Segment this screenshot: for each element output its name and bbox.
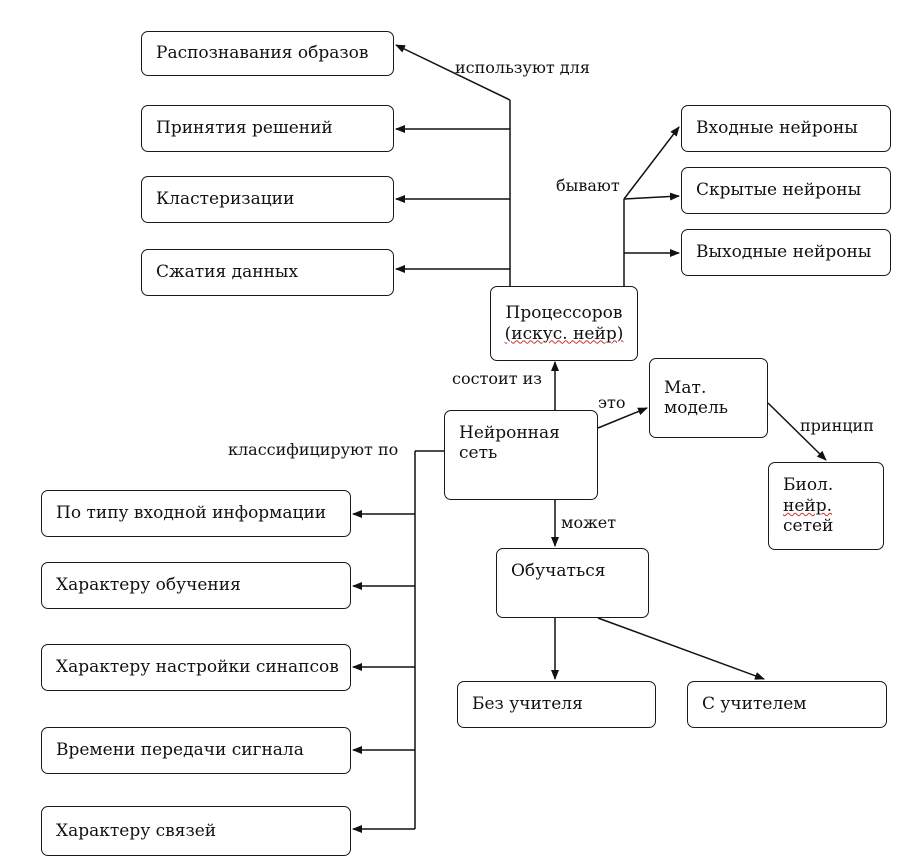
- arrow-to-bio-nets: [767, 402, 827, 461]
- node-label-line1: Биол.: [783, 475, 834, 496]
- node-hidden-neurons: Скрытые нейроны: [681, 167, 891, 214]
- edge-label-are: бывают: [556, 176, 620, 195]
- node-clustering: Кластеризации: [141, 176, 394, 223]
- node-label: Сжатия данных: [156, 262, 299, 283]
- node-unsupervised: Без учителя: [457, 681, 656, 728]
- node-label: Распознавания образов: [156, 43, 369, 64]
- node-neural-network: Нейронная сеть: [444, 410, 598, 500]
- edge-label-is: это: [598, 393, 626, 412]
- node-label: Скрытые нейроны: [696, 180, 862, 201]
- node-math-model: Мат. модель: [649, 358, 768, 438]
- edge-label-consists-of: состоит из: [452, 369, 543, 388]
- node-label: По типу входной информации: [56, 503, 327, 524]
- edge-label-used-for: используют для: [455, 58, 590, 77]
- node-class-learning: Характеру обучения: [41, 562, 351, 609]
- node-label: С учителем: [702, 694, 807, 715]
- arrow-to-math-model: [597, 407, 648, 429]
- node-label-line2: модель: [664, 398, 729, 418]
- arrow-to-input-neurons: [623, 126, 680, 200]
- node-label: Времени передачи сигнала: [56, 740, 304, 761]
- arrow-to-supervised: [597, 617, 765, 680]
- node-label: Входные нейроны: [696, 118, 858, 139]
- node-label-line1: Нейронная: [459, 423, 560, 443]
- node-processors: Процессоров (искус. нейр): [490, 286, 638, 361]
- node-decision-making: Принятия решений: [141, 105, 394, 152]
- edge-label-can: может: [561, 513, 617, 532]
- node-output-neurons: Выходные нейроны: [681, 229, 891, 276]
- node-label-line2: (искус. нейр): [504, 323, 624, 344]
- node-label: Обучаться: [511, 561, 606, 581]
- node-label-line1: Мат.: [664, 377, 707, 398]
- node-pattern-recognition: Распознавания образов: [141, 31, 394, 76]
- edge-label-classified-by: классифицируют по: [228, 440, 399, 459]
- node-learn: Обучаться: [496, 548, 649, 618]
- edge-label-principle: принцип: [800, 416, 874, 435]
- arrow-to-hidden-neurons: [623, 192, 680, 201]
- node-bio-neural-nets: Биол. нейр. сетей: [768, 462, 884, 550]
- node-label: Характеру обучения: [56, 575, 241, 596]
- node-label-line3: сетей: [783, 516, 834, 537]
- node-label: Кластеризации: [156, 189, 295, 210]
- node-input-neurons: Входные нейроны: [681, 105, 891, 152]
- node-label: Выходные нейроны: [696, 242, 872, 263]
- node-supervised: С учителем: [687, 681, 887, 728]
- node-data-compression: Сжатия данных: [141, 249, 394, 296]
- node-class-signal-time: Времени передачи сигнала: [41, 727, 351, 774]
- node-class-connections: Характеру связей: [41, 806, 351, 856]
- node-class-synapse: Характеру настройки синапсов: [41, 644, 351, 691]
- arrow-to-pattern-recognition: [395, 44, 511, 101]
- node-label-line2: сеть: [459, 443, 498, 464]
- node-label: Без учителя: [472, 694, 583, 715]
- node-label: Характеру настройки синапсов: [56, 657, 339, 678]
- node-class-input-info: По типу входной информации: [41, 490, 351, 537]
- node-label-line1: Процессоров: [505, 303, 623, 324]
- node-label: Принятия решений: [156, 118, 333, 139]
- node-label-line2: нейр.: [783, 495, 833, 516]
- node-label: Характеру связей: [56, 820, 217, 841]
